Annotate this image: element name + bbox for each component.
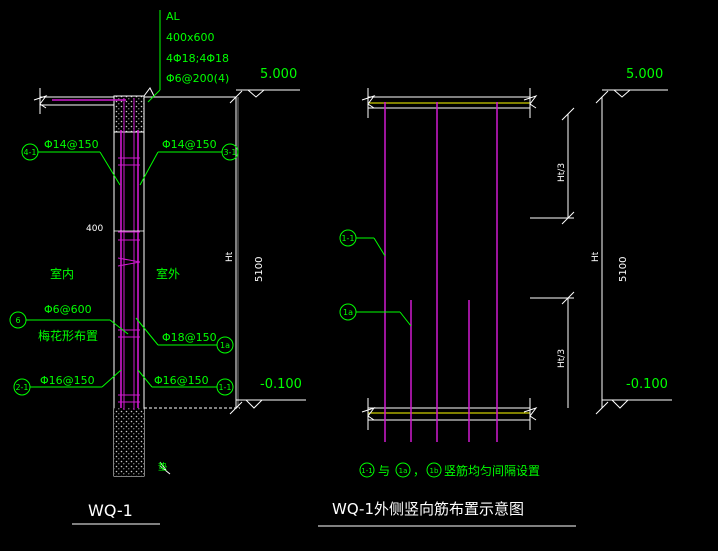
note-tie: 梅花形布置 xyxy=(38,328,98,343)
wall-bottom-hatch xyxy=(114,408,144,476)
right-title: WQ-1外侧竖向筋布置示意图 xyxy=(332,500,524,518)
svg-text:3-1: 3-1 xyxy=(223,148,236,157)
spec-outer-bot: Φ16@150 xyxy=(154,374,209,387)
right-dims xyxy=(530,90,609,415)
label-indoor: 室内 xyxy=(50,266,74,281)
vertical-bars xyxy=(384,102,498,442)
callout-outer-bot: 1-1 Φ16@150 xyxy=(137,369,234,396)
wall-top-hatch xyxy=(113,95,145,133)
svg-text:1-1: 1-1 xyxy=(361,467,372,475)
callout-inner-top: 4-1 Φ14@150 xyxy=(21,138,121,186)
tag-b: 1a xyxy=(339,303,412,327)
cross-ties xyxy=(117,157,141,403)
right-elevation-top: 5.000 xyxy=(602,67,668,98)
beam-name: AL xyxy=(166,10,181,23)
svg-text:1a: 1a xyxy=(399,467,408,475)
label-outdoor: 室外 xyxy=(156,266,180,281)
tag-a: 1-1 xyxy=(339,229,386,257)
left-bottom-elev: -0.100 xyxy=(260,377,302,392)
beam-stirrup: Φ6@200(4) xyxy=(166,72,229,85)
break-symbol xyxy=(33,88,48,114)
callout-outer-mid: 1a Φ18@150 xyxy=(135,317,234,354)
right-dim-h: Ht xyxy=(591,251,601,262)
spec-inner-top: Φ14@150 xyxy=(44,138,99,151)
elevation-frame xyxy=(361,88,538,430)
left-title: WQ-1 xyxy=(88,501,133,520)
note-text: 竖筋均匀间隔设置 xyxy=(444,463,540,478)
dim-thickness: 400 xyxy=(86,224,103,234)
spec-outer-top: Φ14@150 xyxy=(162,138,217,151)
beam-callout: AL 400x600 4Φ18;4Φ18 Φ6@200(4) xyxy=(147,10,229,103)
right-dim-bot-third: Ht/3 xyxy=(557,349,567,368)
left-dim-h: Ht xyxy=(225,251,235,262)
right-top-elev: 5.000 xyxy=(626,67,663,82)
beam-size: 400x600 xyxy=(166,31,215,44)
svg-text:1-1: 1-1 xyxy=(218,383,231,392)
callout-tie: 6 Φ6@600 梅花形布置 xyxy=(9,303,129,343)
svg-text:与: 与 xyxy=(378,464,390,478)
beam-bars: 4Φ18;4Φ18 xyxy=(166,52,229,65)
svg-text:1a: 1a xyxy=(343,308,353,317)
left-elevation-top: 5.000 xyxy=(236,67,300,98)
svg-text:4-1: 4-1 xyxy=(23,148,36,157)
left-dims xyxy=(229,90,243,415)
right-bottom-elev: -0.100 xyxy=(626,377,668,392)
svg-text:6: 6 xyxy=(15,316,20,325)
right-dim-top-third: Ht/3 xyxy=(557,163,567,182)
svg-text:1a: 1a xyxy=(220,341,230,350)
left-dim-total: 5100 xyxy=(254,257,265,282)
section-mark: 垫 xyxy=(158,461,167,473)
svg-text:2-1: 2-1 xyxy=(15,383,28,392)
callout-outer-top: 3-1 Φ14@150 xyxy=(139,138,239,186)
right-note: 1-1 与 1a ， 1b 竖筋均匀间隔设置 xyxy=(359,462,540,478)
svg-text:1-1: 1-1 xyxy=(341,234,354,243)
right-dim-total: 5100 xyxy=(618,257,629,282)
left-elevation-bottom: -0.100 xyxy=(236,377,306,409)
spec-tie: Φ6@600 xyxy=(44,303,92,316)
callout-inner-bot: 2-1 Φ16@150 xyxy=(13,369,122,396)
spec-outer-mid: Φ18@150 xyxy=(162,331,217,344)
left-top-elev: 5.000 xyxy=(260,67,297,82)
spec-inner-bot: Φ16@150 xyxy=(40,374,95,387)
svg-text:，: ， xyxy=(413,464,425,478)
svg-text:1b: 1b xyxy=(430,467,439,475)
right-elevation-bottom: -0.100 xyxy=(602,377,672,409)
wall-section: 垫 400 xyxy=(33,87,240,477)
